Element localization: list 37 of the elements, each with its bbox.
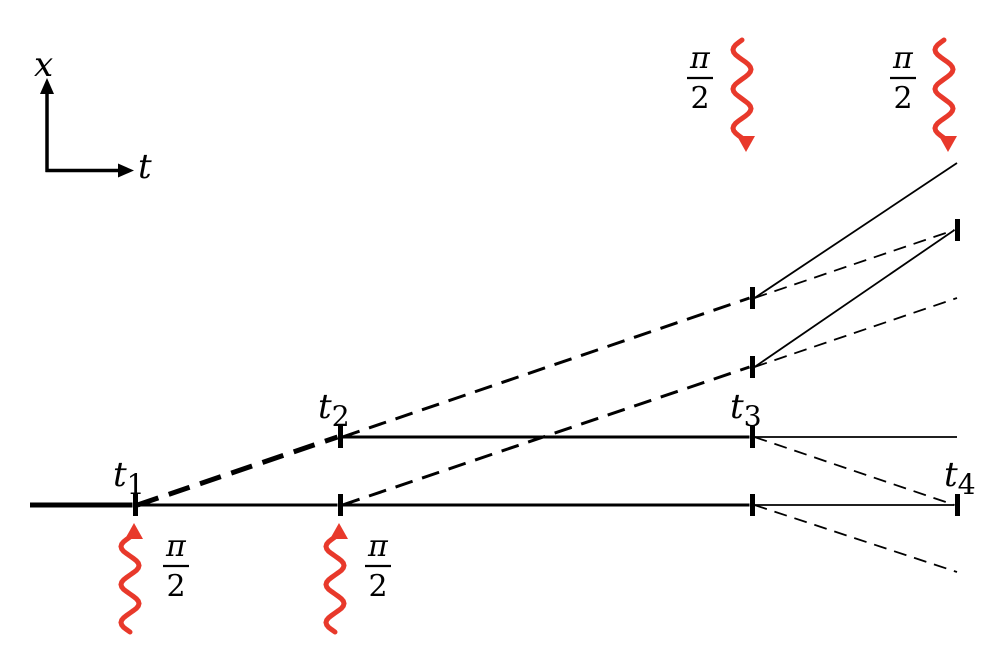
trajectory-line	[754, 436, 957, 438]
fraction-denominator: 2	[894, 84, 913, 114]
dashed-trajectory-line	[136, 434, 338, 508]
fraction-numerator: π	[893, 44, 913, 74]
time-label: t$_{1}$	[113, 458, 145, 500]
time-label: t$_{2}$	[318, 390, 350, 432]
event-tick	[750, 356, 754, 378]
fraction-numerator: π	[368, 532, 388, 562]
fraction-denominator: 2	[368, 572, 388, 602]
event-tick	[132, 494, 138, 516]
dashed-trajectory-line	[754, 436, 955, 506]
time-label: t$_{4}$	[944, 458, 976, 500]
event-tick	[954, 219, 960, 241]
trajectory-line	[754, 504, 954, 506]
event-tick	[954, 494, 960, 516]
fraction-numerator: π	[690, 44, 710, 74]
event-tick	[750, 426, 754, 448]
trajectory-line	[342, 436, 750, 438]
trajectory-line	[754, 229, 955, 368]
dashed-trajectory-line	[342, 296, 750, 438]
event-tick	[750, 287, 754, 309]
dashed-trajectory-line	[342, 366, 750, 506]
event-tick	[750, 494, 754, 516]
event-tick	[338, 494, 342, 516]
event-tick	[338, 426, 342, 448]
fraction-denominator: 2	[166, 572, 186, 602]
time-label: t$_{3}$	[730, 390, 762, 432]
trajectory-line	[342, 504, 750, 506]
trajectory-line	[30, 502, 132, 508]
axis-label: t	[138, 150, 152, 184]
axis-label: x	[34, 48, 54, 82]
dashed-trajectory-line	[754, 297, 958, 368]
fraction-numerator: π	[166, 532, 186, 562]
dashed-trajectory-line	[754, 504, 958, 573]
dashed-trajectory-line	[754, 229, 955, 299]
fraction-denominator: 2	[690, 84, 710, 114]
trajectory-line	[754, 162, 958, 299]
